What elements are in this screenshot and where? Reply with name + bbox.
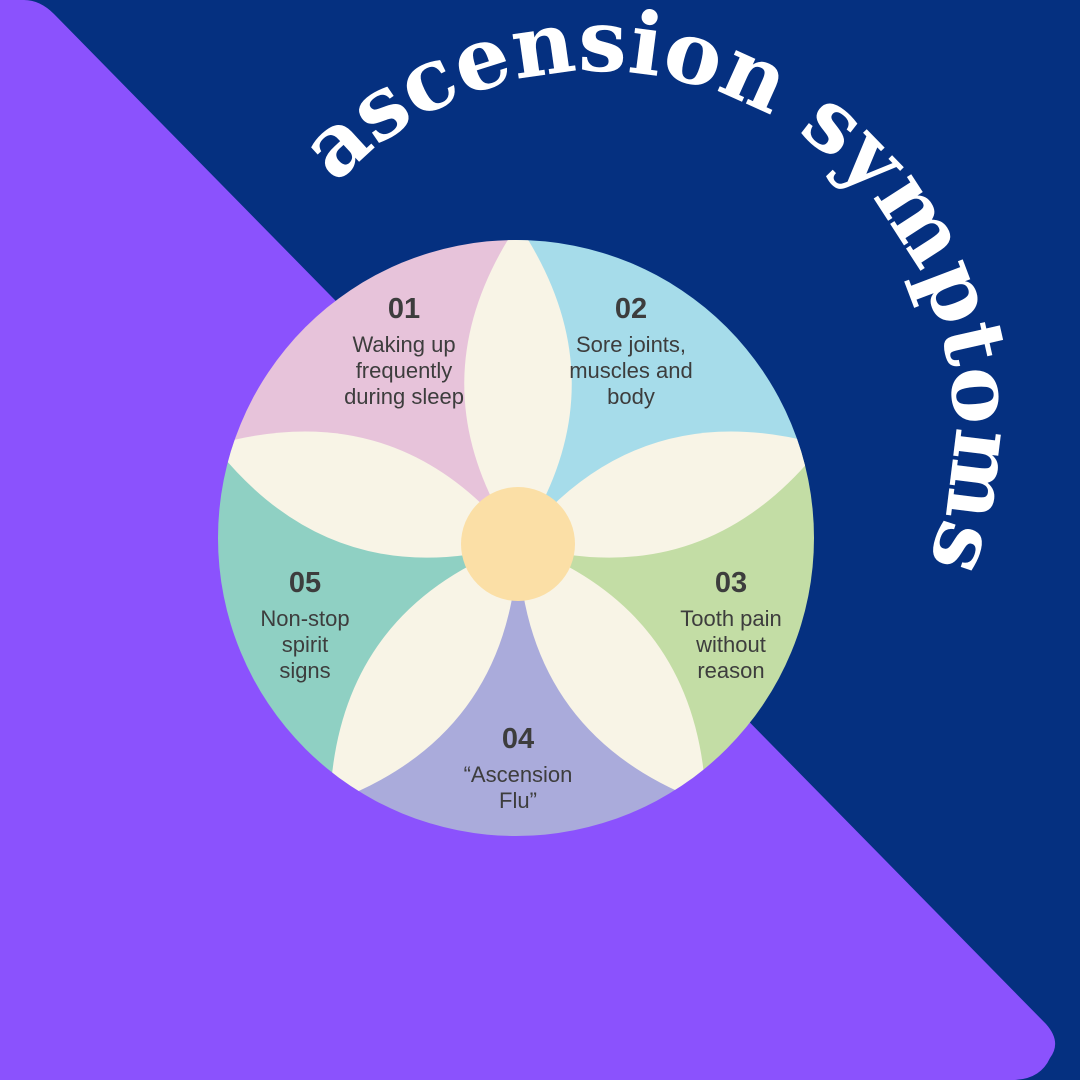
flower-petals <box>218 240 814 803</box>
segment-text-line: body <box>607 384 655 409</box>
segment-text-line: without <box>695 632 766 657</box>
segment-text-line: Non-stop <box>260 606 349 631</box>
segment-text-line: Waking up <box>352 332 455 357</box>
segment-text-line: signs <box>279 658 330 683</box>
segment-text-line: “Ascension <box>464 762 573 787</box>
segment-number: 03 <box>715 567 747 599</box>
segment-text-line: Tooth pain <box>680 606 782 631</box>
segment-wedge-03 <box>329 538 703 836</box>
segment-text-line: frequently <box>356 358 453 383</box>
segment-text-line: during sleep <box>344 384 464 409</box>
segment-text-line: spirit <box>282 632 328 657</box>
segment-number: 05 <box>289 567 321 599</box>
petal-5 <box>218 431 518 558</box>
segment-number: 04 <box>502 723 534 755</box>
petal-4 <box>329 544 518 803</box>
segment-text-line: Sore joints, <box>576 332 686 357</box>
petal-2 <box>518 431 814 558</box>
segment-text-line: reason <box>697 658 764 683</box>
petal-1 <box>464 240 572 544</box>
segment-number: 01 <box>388 293 420 325</box>
segment-number: 02 <box>615 293 647 325</box>
segment-text-line: Flu” <box>499 788 537 813</box>
petal-3 <box>518 544 707 803</box>
flower-center <box>461 487 575 601</box>
segment-text-line: muscles and <box>569 358 693 383</box>
